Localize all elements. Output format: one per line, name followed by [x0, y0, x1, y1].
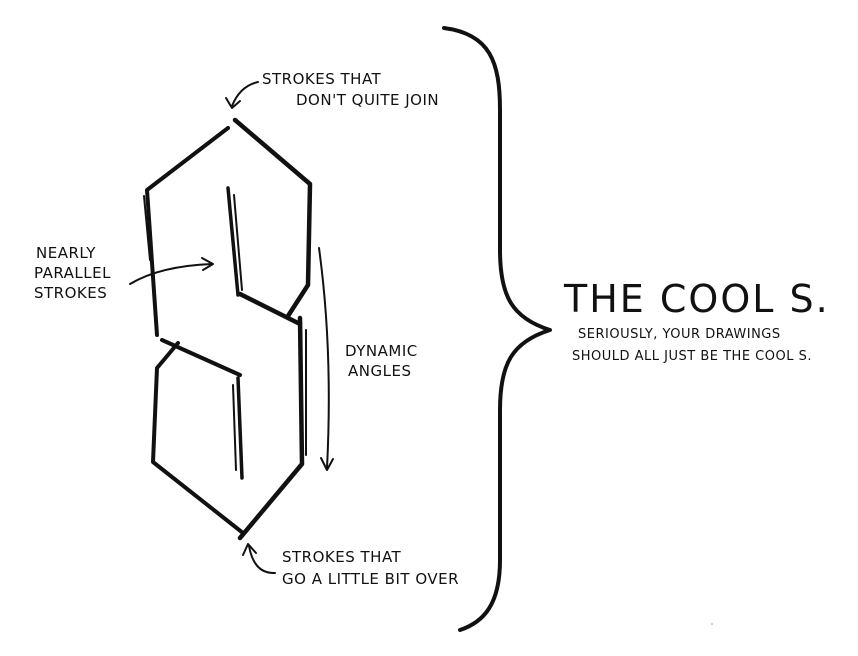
annotation-right-line2: ANGLES	[348, 362, 411, 380]
paper-speck	[711, 623, 713, 625]
subtitle: SERIOUSLY, YOUR DRAWINGS SHOULD ALL JUST…	[572, 327, 812, 364]
s-lower-inner-vertical	[238, 378, 242, 478]
annotation-bottom-line1: STROKES THAT	[282, 548, 402, 566]
annotation-left-line3: STROKES	[34, 284, 107, 302]
s-upper-inner-vertical	[228, 188, 238, 295]
arrow-left	[130, 264, 212, 284]
annotation-right: DYNAMIC ANGLES	[345, 342, 423, 380]
annotation-left-line2: PARALLEL	[34, 264, 111, 282]
annotation-bottom: STROKES THAT GO A LITTLE BIT OVER	[282, 548, 459, 588]
annotation-left-line1: NEARLY	[36, 244, 96, 262]
annotation-right-line1: DYNAMIC	[345, 342, 418, 360]
arrow-right	[319, 248, 329, 468]
subtitle-line1: SERIOUSLY, YOUR DRAWINGS	[578, 327, 781, 342]
cool-s-figure	[144, 120, 310, 538]
arrow-top	[232, 82, 258, 106]
annotation-top-line2: DON'T QUITE JOIN	[296, 91, 439, 109]
annotation-arrows	[130, 82, 333, 573]
subtitle-line2: SHOULD ALL JUST BE THE COOL S.	[572, 349, 812, 364]
annotation-top: STROKES THAT DON'T QUITE JOIN	[262, 70, 439, 109]
s-top-right-stroke	[235, 120, 310, 316]
s-lower-inner-parallel	[233, 385, 236, 470]
annotation-bottom-line2: GO A LITTLE BIT OVER	[282, 570, 459, 588]
page-title: THE COOL S.	[563, 277, 830, 321]
s-lower-right-stroke	[240, 318, 302, 538]
annotation-left: NEARLY PARALLEL STROKES	[34, 244, 116, 302]
annotation-top-line1: STROKES THAT	[262, 70, 382, 88]
curly-brace	[444, 28, 550, 630]
s-top-left-stroke	[147, 128, 228, 335]
